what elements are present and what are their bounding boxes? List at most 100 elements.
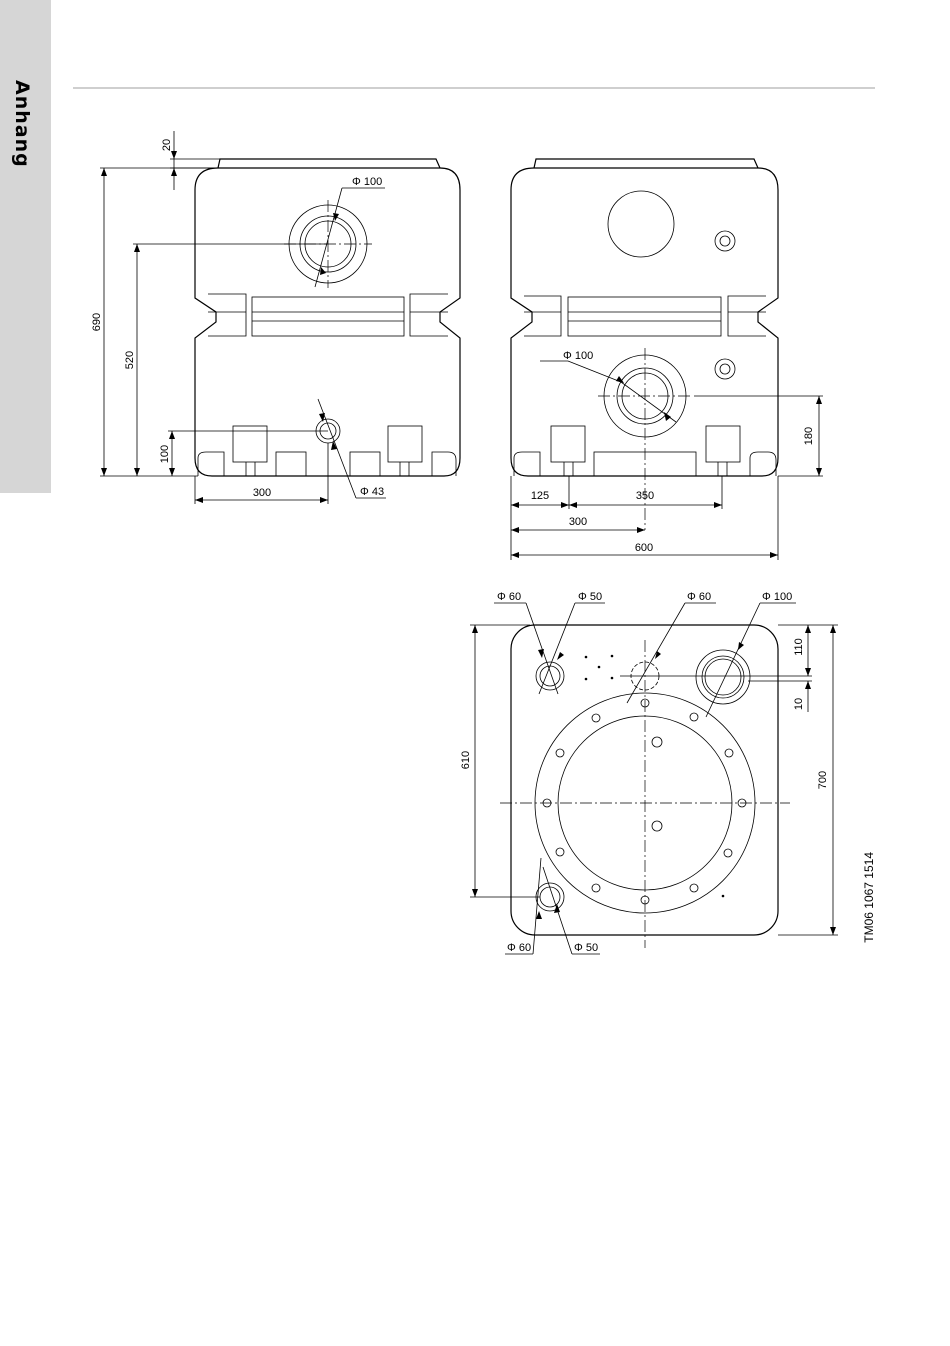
dim-text-side-600: 600 (635, 542, 653, 554)
top-cover-hole (652, 821, 662, 831)
dim-text-lid: 20 (161, 139, 173, 151)
dim-arrow (195, 497, 203, 503)
bolt-icon (556, 749, 564, 757)
side-upper-port (608, 191, 674, 257)
dim-text-top-dia-60-bottom: Φ 60 (507, 942, 531, 954)
dim-text-horizontal: 300 (253, 487, 271, 499)
dim-arrow (738, 642, 744, 650)
dim-text-top-dia-100: Φ 100 (762, 591, 792, 603)
dim-arrow (320, 267, 326, 275)
dim-arrow (472, 625, 478, 633)
marker-dot-icon (611, 655, 614, 658)
drawing-number: TM06 1067 1514 (862, 852, 880, 962)
dim-arrow (805, 681, 811, 689)
dim-arrow (655, 651, 661, 659)
dim-text-side-inlet-height: 180 (803, 427, 815, 445)
side-small-port-lower-bore (720, 364, 730, 374)
top-marker-dots (585, 655, 725, 898)
front-connection-right (388, 426, 422, 462)
side-small-port-upper-bore (720, 236, 730, 246)
top-inlet-flange (696, 650, 750, 704)
front-body-outline (195, 168, 460, 476)
dim-text-top-dia-50-bottom: Φ 50 (574, 942, 598, 954)
top-inlet-bore (705, 659, 741, 695)
front-left-shoulder (208, 294, 246, 336)
dim-arrow (561, 502, 569, 508)
marker-dot-icon (585, 656, 588, 659)
side-small-port-upper (715, 231, 735, 251)
dim-arrow (664, 412, 671, 421)
front-foot-right (432, 452, 456, 476)
dim-arrow (511, 527, 519, 533)
side-view: Φ 100 180 125 350 300 600 (511, 159, 823, 560)
dim-text-outlet-height: 100 (159, 445, 171, 463)
dim-arrow (511, 552, 519, 558)
front-foot-mid (350, 452, 380, 476)
dim-text-inlet-diameter: Φ 100 (352, 176, 382, 188)
dim-arrow (171, 168, 177, 176)
dim-text-top-10: 10 (793, 698, 805, 710)
dim-arrow (557, 652, 564, 660)
side-left-shoulder (524, 296, 561, 336)
leader-top-dia-100 (706, 603, 760, 717)
top-flange-bolts (543, 699, 746, 904)
front-foot-mid (276, 452, 306, 476)
dim-text-total-height: 690 (91, 313, 103, 331)
dim-text-top-dia-60-mid: Φ 60 (687, 591, 711, 603)
dim-text-top-610: 610 (460, 751, 472, 769)
dim-arrow (536, 911, 542, 919)
side-connection-left (551, 426, 585, 462)
side-center-band (568, 297, 721, 336)
leader-top-dia-50-left (539, 603, 575, 694)
bolt-icon (690, 884, 698, 892)
dim-arrow (101, 468, 107, 476)
dim-arrow (816, 396, 822, 404)
front-view: 20 690 520 100 300 Φ 100 Φ 43 (91, 131, 460, 504)
leader-top-dia-60-left (526, 603, 558, 694)
bolt-icon (592, 714, 600, 722)
bolt-icon (690, 713, 698, 721)
dim-text-top-dia-60-left: Φ 60 (497, 591, 521, 603)
dim-arrow (169, 431, 175, 439)
leader-top-dia-60-mid (627, 603, 685, 703)
marker-dot-icon (598, 666, 601, 669)
dim-arrow (830, 625, 836, 633)
dim-arrow (511, 502, 519, 508)
drawing-number-text: TM06 1067 1514 (862, 852, 876, 943)
dim-text-side-350: 350 (636, 490, 654, 502)
dim-arrow (637, 527, 645, 533)
bolt-icon (556, 848, 564, 856)
top-inlet-ring (702, 656, 744, 698)
dim-arrow (805, 625, 811, 633)
dim-arrow (830, 927, 836, 935)
dim-arrow (714, 502, 722, 508)
leader-side-inlet-diameter (568, 361, 621, 382)
dim-text-top-dia-50-left: Φ 50 (578, 591, 602, 603)
dim-text-side-300: 300 (569, 516, 587, 528)
marker-dot-icon (722, 895, 725, 898)
top-view: Φ 60 Φ 50 Φ 60 Φ 100 Φ 60 Φ 50 700 110 (460, 591, 838, 954)
dim-arrow (538, 649, 544, 658)
dim-text-inlet-height: 520 (124, 351, 136, 369)
front-center-band (252, 297, 404, 336)
bolt-icon (592, 884, 600, 892)
side-lid-outline (534, 159, 758, 168)
marker-dot-icon (611, 677, 614, 680)
dim-text-side-inlet-diameter: Φ 100 (563, 350, 593, 362)
dim-arrow (472, 889, 478, 897)
side-right-shoulder (728, 296, 766, 336)
top-body-outline (511, 625, 778, 935)
front-right-shoulder (410, 294, 448, 336)
side-small-port-lower (715, 359, 735, 379)
front-foot-left (198, 452, 224, 476)
dim-arrow (134, 468, 140, 476)
dim-text-top-110: 110 (793, 638, 805, 656)
dim-arrow (805, 668, 811, 676)
side-connection-right (706, 426, 740, 462)
dim-text-top-700: 700 (817, 771, 829, 789)
side-foot-right (750, 452, 776, 476)
dim-text-outlet-diameter: Φ 43 (360, 486, 384, 498)
dim-arrow (101, 168, 107, 176)
dim-arrow (816, 468, 822, 476)
